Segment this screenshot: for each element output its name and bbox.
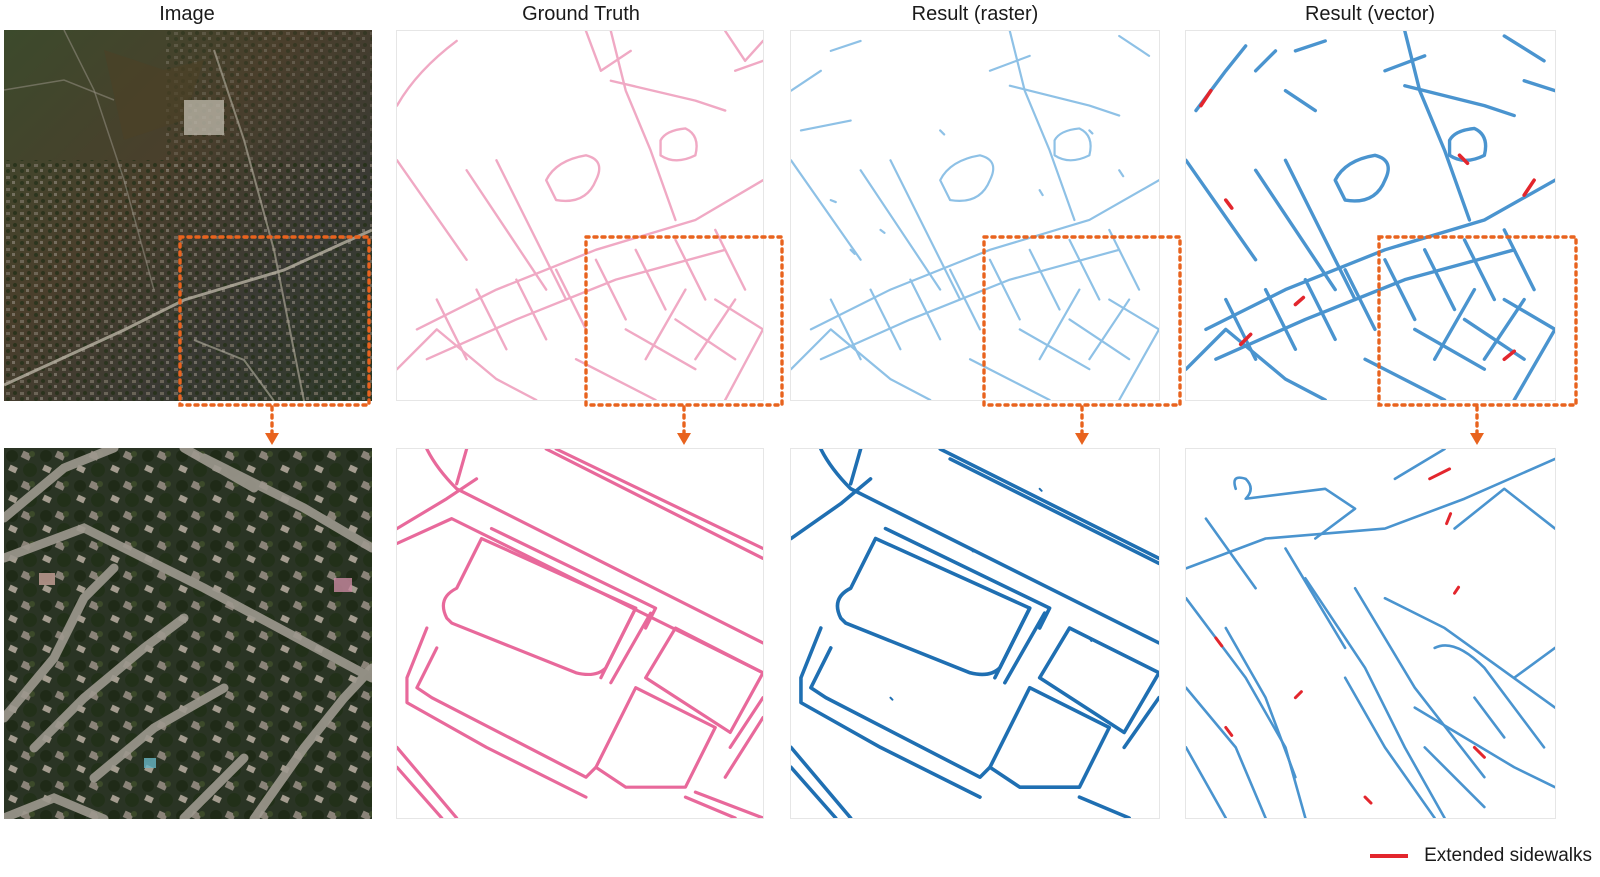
legend-label: Extended sidewalks [1424,845,1592,866]
column-title-result-raster: Result (raster) [911,3,1039,25]
column-title-ground-truth: Ground Truth [522,3,640,25]
raster-result-zoom [790,448,1160,819]
vector-result-zoom [1185,448,1556,819]
legend-swatch [1370,854,1409,858]
ground-truth-zoom [396,448,764,819]
satellite-image-zoom [4,448,372,819]
arrow-down-icon [265,433,279,445]
vector-result-overview [1185,30,1556,401]
satellite-image-overview [4,30,372,401]
arrow-down-icon [1470,433,1484,445]
arrow-down-icon [677,433,691,445]
column-title-image: Image [159,3,215,25]
ground-truth-overview [396,30,764,401]
legend: Extended sidewalks [1370,841,1592,871]
arrow-down-icon [1075,433,1089,445]
raster-result-overview [790,30,1160,401]
column-title-result-vector: Result (vector) [1304,3,1436,25]
